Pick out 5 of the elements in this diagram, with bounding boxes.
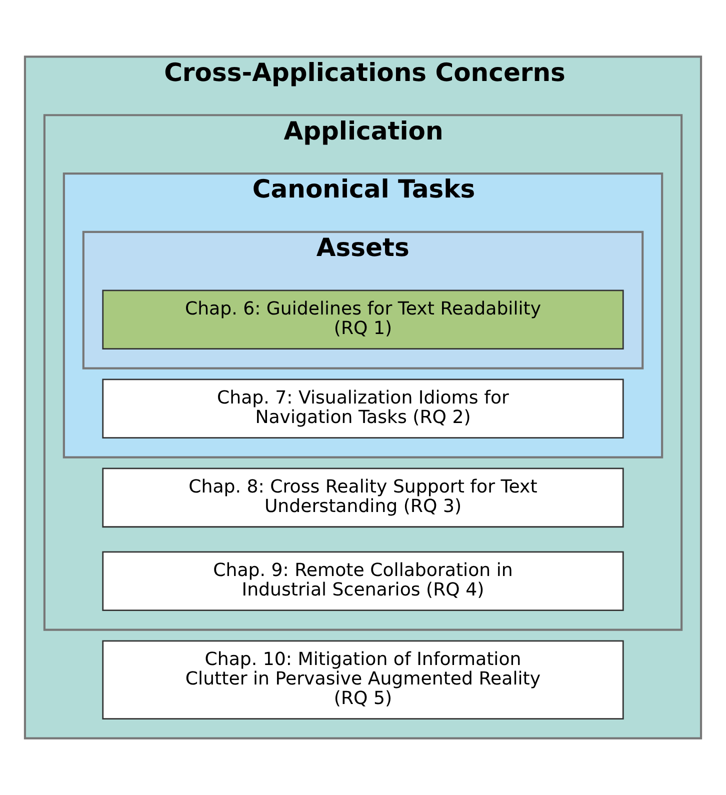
node-box: Chap. 10: Mitigation of Information Clutter in Pervasive Augmented Reality (RQ 5) — [102, 640, 624, 720]
node-box: Chap. 7: Visualization Idioms for Navigation Tasks (RQ 2) — [102, 378, 624, 439]
node-box: Chap. 6: Guidelines for Text Readability (RQ 1) — [102, 290, 624, 350]
node-box: Chap. 9: Remote Collaboration in Industrial Scenarios (RQ 4) — [102, 551, 624, 612]
node-box: Chap. 8: Cross Reality Support for Text Understanding (RQ 3) — [102, 468, 624, 528]
